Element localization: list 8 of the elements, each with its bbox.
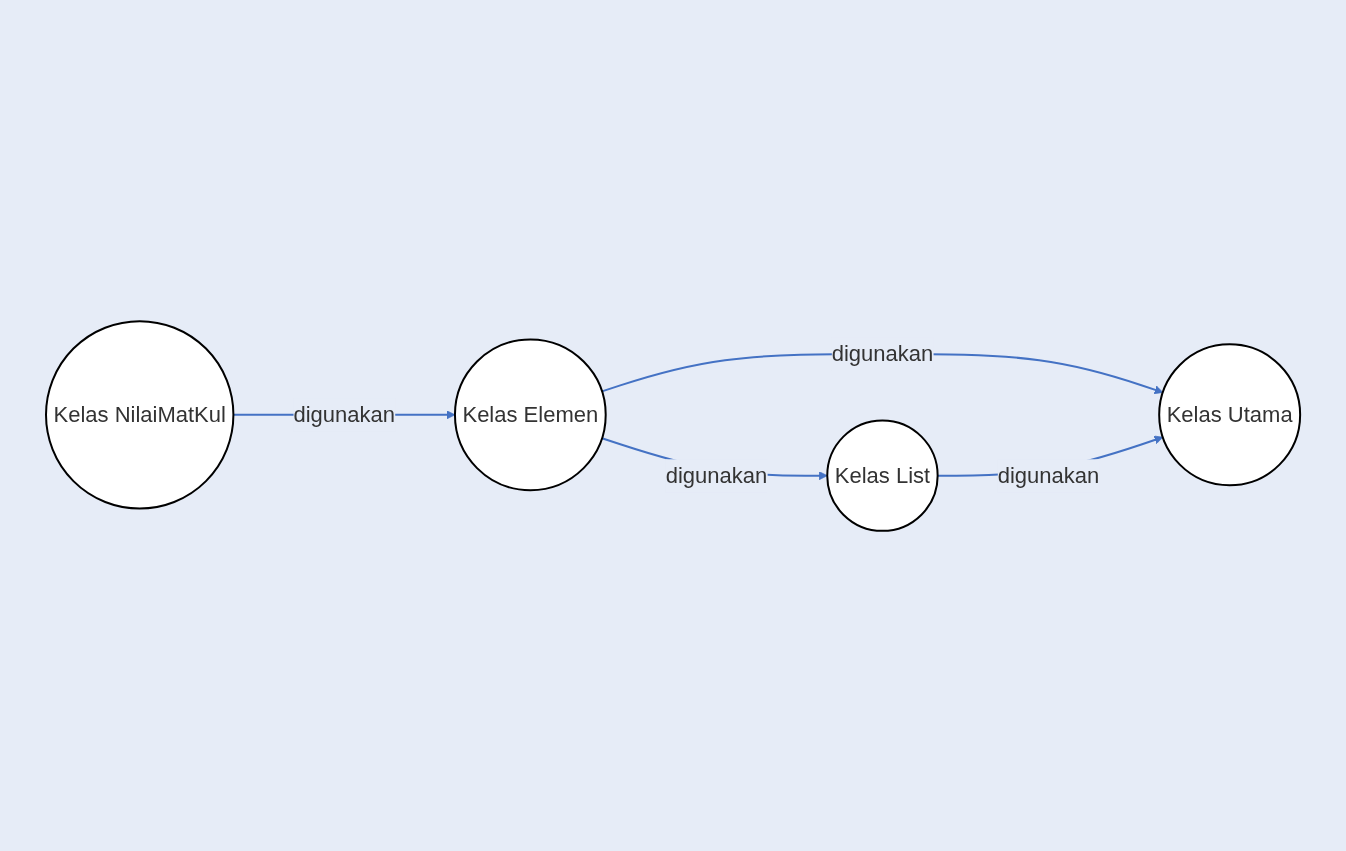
edge-label: digunakan: [997, 462, 1100, 488]
edge-label: digunakan: [293, 401, 395, 427]
node-circle: Kelas Elemen: [453, 337, 607, 491]
node-circle: Kelas List: [826, 419, 939, 532]
node-circle: Kelas Utama: [1158, 342, 1302, 486]
edge-label: digunakan: [831, 340, 934, 366]
node-circle: Kelas NilaiMatKul: [44, 319, 235, 510]
edge-label: digunakan: [665, 462, 768, 488]
